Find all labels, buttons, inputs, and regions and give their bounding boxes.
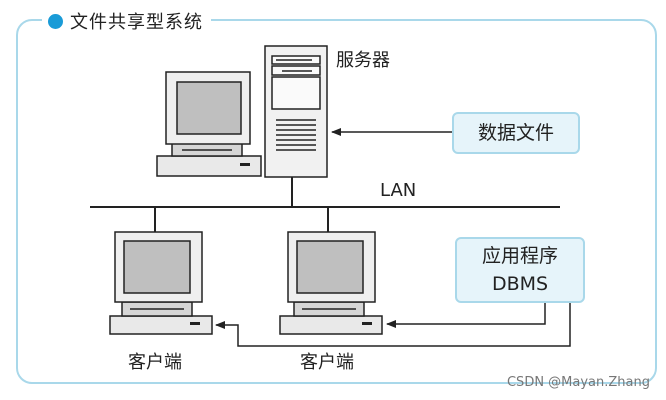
lan-bus bbox=[90, 177, 560, 232]
application-label: 应用程序 bbox=[481, 245, 558, 267]
data-files-box: 数据文件 bbox=[452, 112, 580, 154]
diagram-title-text: 文件共享型系统 bbox=[70, 12, 203, 33]
client-label-2: 客户端 bbox=[300, 352, 354, 373]
client-computer-icon-1 bbox=[109, 231, 213, 335]
dbms-label: DBMS bbox=[491, 273, 549, 295]
application-dbms-box: 应用程序 DBMS bbox=[455, 237, 585, 303]
diagram-frame bbox=[16, 19, 657, 384]
watermark: CSDN @Mayan.Zhang bbox=[506, 375, 650, 390]
diagram-title: 文件共享型系统 bbox=[42, 8, 211, 34]
server-label: 服务器 bbox=[336, 50, 390, 71]
title-bullet-icon bbox=[48, 13, 63, 29]
data-files-label: 数据文件 bbox=[477, 122, 554, 144]
lan-label: LAN bbox=[380, 180, 417, 201]
app-to-client1-arrow bbox=[215, 303, 571, 347]
client-computer-icon-2 bbox=[279, 231, 383, 335]
client-label-1: 客户端 bbox=[128, 352, 182, 373]
app-to-client2-arrow bbox=[386, 303, 546, 328]
server-computer-icon bbox=[156, 45, 328, 178]
